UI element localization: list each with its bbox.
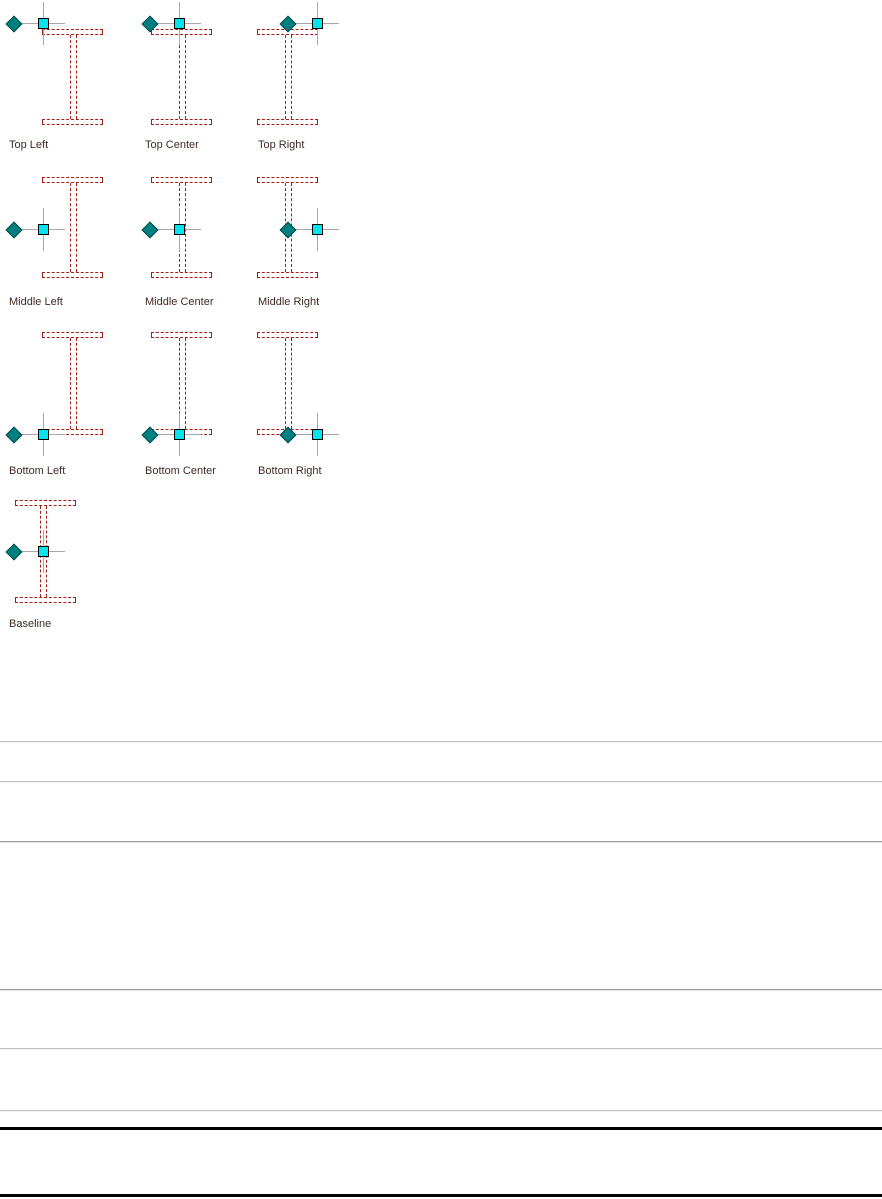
square-anchor-marker-icon (312, 429, 323, 440)
horizontal-rule (0, 741, 882, 743)
diagram-label: Bottom Left (9, 465, 66, 477)
glyph-cell-bottom-bar (151, 119, 212, 125)
square-anchor-marker-icon (174, 224, 185, 235)
glyph-cell-top-bar (257, 177, 318, 183)
glyph-cell-top-bar (42, 332, 103, 338)
horizontal-rule (0, 1127, 882, 1130)
glyph-cell-stem (70, 338, 77, 429)
glyph-cell-top-bar (42, 177, 103, 183)
square-anchor-marker-icon (38, 429, 49, 440)
diagram-label: Baseline (9, 618, 52, 630)
glyph-cell-bottom-bar (151, 272, 212, 278)
glyph-cell-bottom-bar (42, 119, 103, 125)
diagram-label: Middle Center (145, 296, 214, 308)
glyph-cell-top-bar (15, 500, 76, 506)
glyph-cell-stem (285, 338, 292, 429)
diagram-label: Top Right (258, 139, 305, 151)
glyph-cell-top-bar (151, 177, 212, 183)
glyph-cell-stem (70, 35, 77, 119)
glyph-cell-top-bar (151, 29, 212, 35)
diagram-label: Top Left (9, 139, 49, 151)
diagram-label: Middle Left (9, 296, 63, 308)
horizontal-rule (0, 989, 882, 991)
glyph-cell-stem (179, 35, 186, 119)
diagram-label: Bottom Center (145, 465, 216, 477)
glyph-cell-top-bar (151, 332, 212, 338)
glyph-cell-stem (285, 35, 292, 119)
diagram-label: Middle Right (258, 296, 320, 308)
horizontal-rule (0, 781, 882, 783)
glyph-cell-bottom-bar (257, 119, 318, 125)
horizontal-rule (0, 1110, 882, 1112)
square-anchor-marker-icon (38, 18, 49, 29)
horizontal-rule (0, 1194, 882, 1197)
square-anchor-marker-icon (174, 429, 185, 440)
square-anchor-marker-icon (38, 224, 49, 235)
glyph-cell-top-bar (42, 29, 103, 35)
square-anchor-marker-icon (174, 18, 185, 29)
horizontal-rule (0, 841, 882, 843)
glyph-cell-bottom-bar (15, 597, 76, 603)
horizontal-rule (0, 1048, 882, 1050)
square-anchor-marker-icon (312, 18, 323, 29)
glyph-cell-bottom-bar (257, 272, 318, 278)
square-anchor-marker-icon (312, 224, 323, 235)
diagram-label: Bottom Right (258, 465, 322, 477)
glyph-cell-stem (70, 183, 77, 272)
glyph-cell-bottom-bar (42, 272, 103, 278)
square-anchor-marker-icon (38, 546, 49, 557)
diagram-label: Top Center (145, 139, 199, 151)
glyph-cell-top-bar (257, 332, 318, 338)
glyph-cell-stem (179, 338, 186, 429)
